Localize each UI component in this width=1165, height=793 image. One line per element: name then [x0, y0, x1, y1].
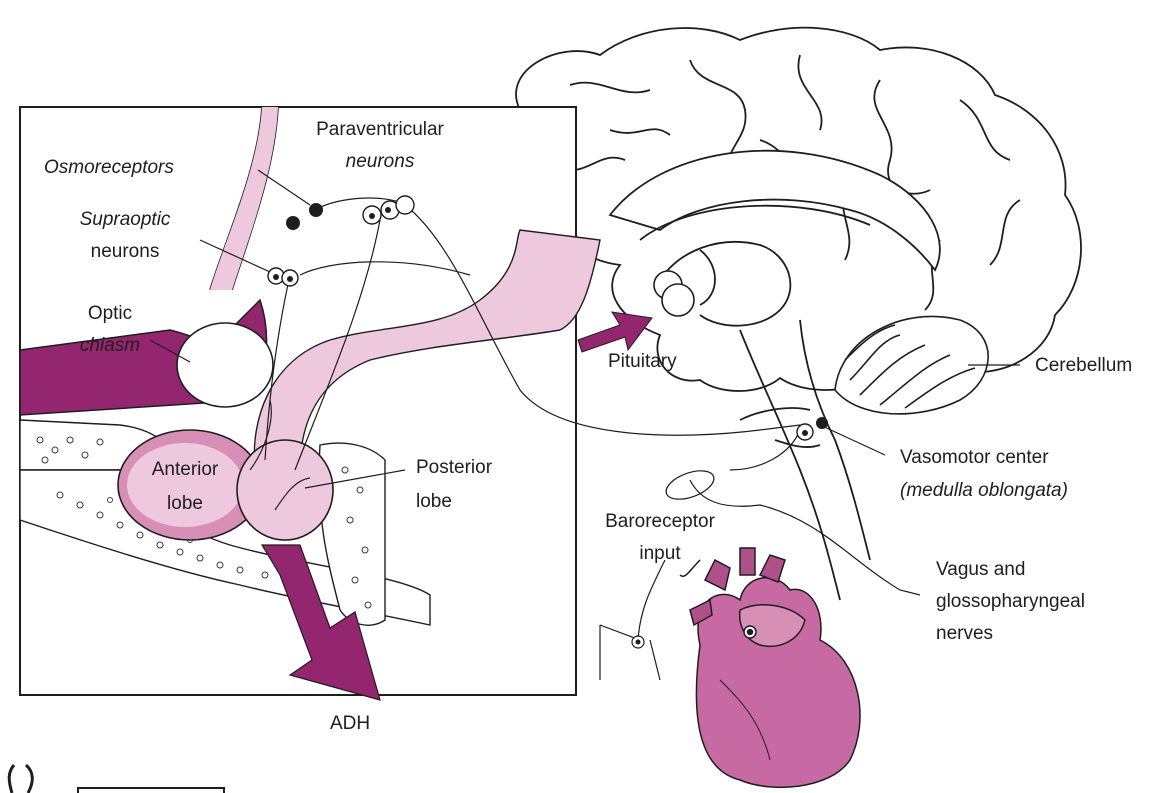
label-posterior: Posterior [416, 456, 492, 479]
corner-marks [9, 765, 224, 793]
label-osmoreceptors: Osmoreceptors [44, 156, 174, 179]
label-paraventricular-neurons: neurons [300, 150, 460, 173]
label-adh: ADH [330, 712, 370, 735]
heart [680, 548, 860, 787]
label-vagus: Vagus and [936, 558, 1025, 581]
label-cerebellum: Cerebellum [1035, 354, 1132, 377]
label-baroreceptor: Baroreceptor [580, 510, 740, 533]
label-anterior-lobe: lobe [130, 492, 240, 515]
label-pituitary: Pituitary [608, 350, 677, 373]
label-chiasm: chiasm [60, 334, 160, 357]
label-supraoptic: Supraoptic [60, 208, 190, 231]
label-baroreceptor-input: input [580, 542, 740, 565]
label-medulla: (medulla oblongata) [900, 479, 1068, 502]
label-supraoptic-neurons: neurons [60, 240, 190, 263]
label-vasomotor-center: Vasomotor center [900, 446, 1049, 469]
label-nerves: nerves [936, 622, 993, 645]
label-optic: Optic [60, 302, 160, 325]
label-glossopharyngeal: glossopharyngeal [936, 590, 1085, 613]
label-posterior-lobe: lobe [416, 490, 452, 513]
label-anterior: Anterior [130, 458, 240, 481]
label-paraventricular: Paraventricular [300, 118, 460, 141]
pituitary-arrow [578, 312, 652, 352]
